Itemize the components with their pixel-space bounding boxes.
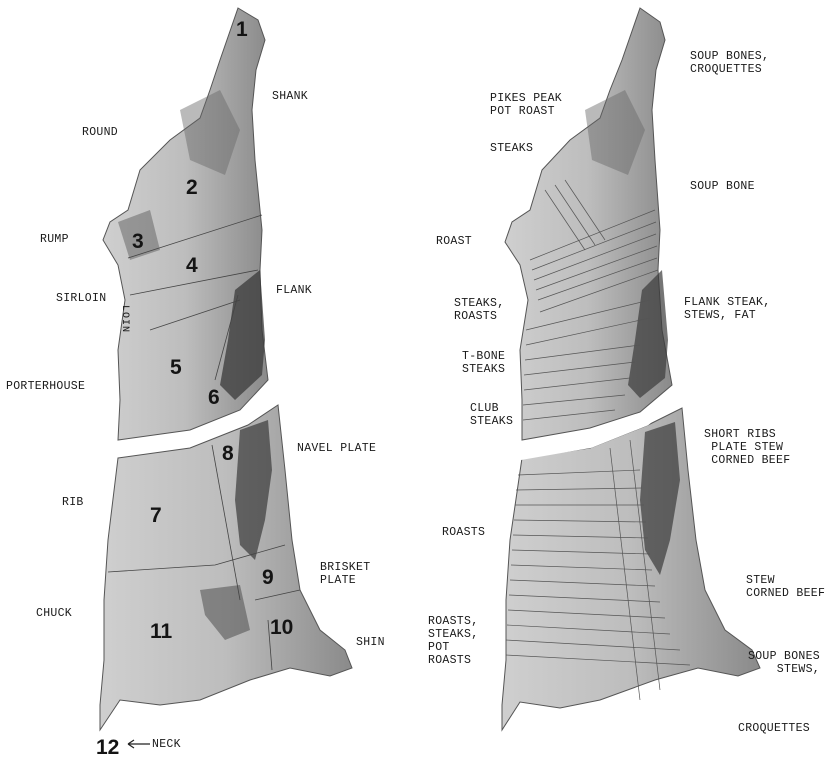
cut-number: 4	[186, 254, 198, 278]
label-roasts-steaks-pot-roasts: ROASTS, STEAKS, POT ROASTS	[428, 615, 478, 667]
label-club-steaks: CLUB STEAKS	[470, 402, 513, 428]
label-soup-bones-croquettes: SOUP BONES, CROQUETTES	[690, 50, 769, 76]
label-navel-plate: NAVEL PLATE	[297, 442, 376, 455]
label-neck: NECK	[152, 738, 181, 751]
label-roasts: ROASTS	[442, 526, 485, 539]
label-brisket-plate: BRISKET PLATE	[320, 561, 370, 587]
label-rump: RUMP	[40, 233, 69, 246]
label-chuck: CHUCK	[36, 607, 72, 620]
label-flank-steak-stews-fat: FLANK STEAK, STEWS, FAT	[684, 296, 770, 322]
label-soup-bones-stews: SOUP BONES STEWS,	[748, 650, 820, 676]
cut-number: 10	[270, 616, 293, 640]
label-stew-corned-beef: STEW CORNED BEEF	[746, 574, 825, 600]
label-shank: SHANK	[272, 90, 308, 103]
label-shin: SHIN	[356, 636, 385, 649]
cut-number: 5	[170, 356, 182, 380]
cut-number: 8	[222, 442, 234, 466]
label-roast: ROAST	[436, 235, 472, 248]
label-t-bone-steaks: T-BONE STEAKS	[462, 350, 505, 376]
cut-number: 1	[236, 18, 248, 42]
label-croquettes: CROQUETTES	[738, 722, 810, 735]
cut-number: 3	[132, 230, 144, 254]
label-pikes-peak-pot-roast: PIKES PEAK POT ROAST	[490, 92, 562, 118]
label-steaks-roasts: STEAKS, ROASTS	[454, 297, 504, 323]
label-flank: FLANK	[276, 284, 312, 297]
cut-number: 2	[186, 176, 198, 200]
neck-arrow	[128, 740, 150, 748]
label-soup-bone: SOUP BONE	[690, 180, 755, 193]
cut-number: 7	[150, 504, 162, 528]
cut-number: 11	[150, 620, 172, 644]
cut-number: 6	[208, 386, 220, 410]
label-rib: RIB	[62, 496, 84, 509]
cut-number: 9	[262, 566, 274, 590]
label-loin: LOIN	[119, 305, 130, 333]
label-short-ribs-plate-stew: SHORT RIBS PLATE STEW CORNED BEEF	[704, 428, 790, 467]
label-steaks: STEAKS	[490, 142, 533, 155]
label-porterhouse: PORTERHOUSE	[6, 380, 85, 393]
label-sirloin: SIRLOIN	[56, 292, 106, 305]
label-round: ROUND	[82, 126, 118, 139]
cut-number: 12	[96, 736, 119, 760]
